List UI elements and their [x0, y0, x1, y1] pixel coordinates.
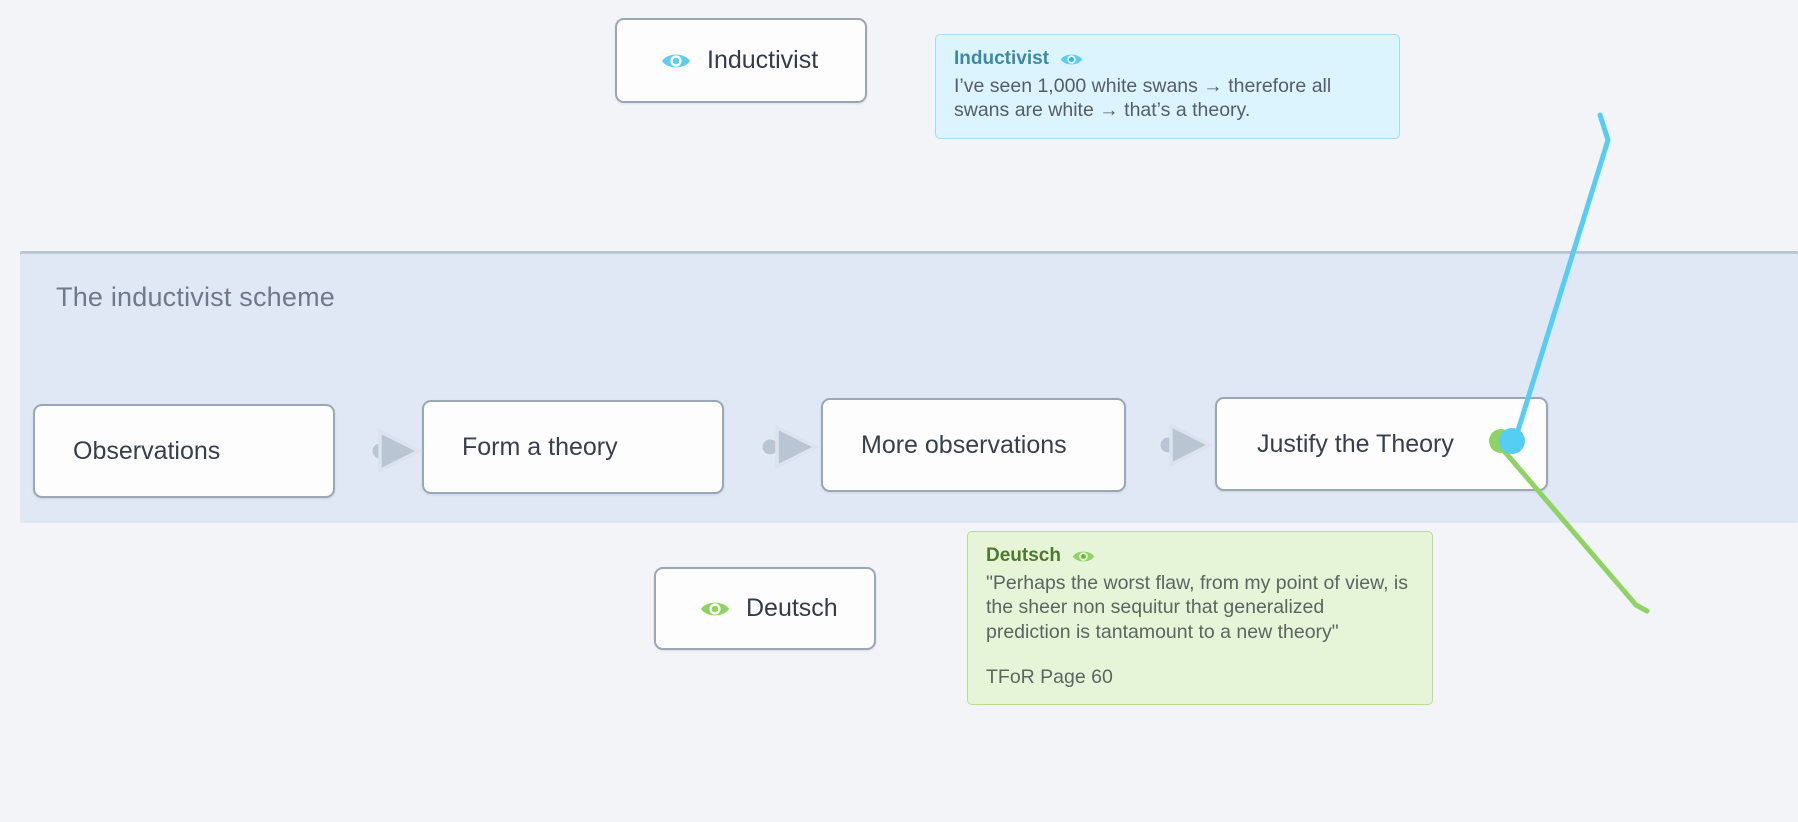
eye-icon: [1060, 51, 1083, 68]
eye-icon: [661, 50, 691, 72]
legend-box-label: Deutsch: [746, 594, 838, 622]
legend-box-deutsch[interactable]: Deutsch: [654, 567, 876, 650]
annotation-card-header: Deutsch: [986, 545, 1414, 567]
flow-node-label: More observations: [861, 430, 1067, 459]
flow-node-form-a-theory[interactable]: Form a theory: [422, 400, 724, 494]
annotation-card-title: Deutsch: [986, 545, 1061, 566]
flow-node-justify-the-theory[interactable]: Justify the Theory: [1215, 397, 1548, 491]
flow-node-label: Observations: [73, 436, 221, 465]
flow-node-observations[interactable]: Observations: [33, 404, 335, 498]
annotation-card-inductivist[interactable]: Inductivist I’ve seen 1,000 white swans …: [935, 34, 1400, 139]
flow-node-more-observations[interactable]: More observations: [821, 398, 1126, 492]
annotation-card-header: Inductivist: [954, 48, 1381, 70]
eye-icon: [700, 598, 730, 620]
annotation-card-deutsch[interactable]: Deutsch "Perhaps the worst flaw, from my…: [967, 531, 1433, 706]
legend-box-label: Inductivist: [707, 46, 819, 74]
eye-icon: [1072, 548, 1095, 565]
annotation-card-body: "Perhaps the worst flaw, from my point o…: [986, 572, 1414, 643]
annotation-card-footer: TFoR Page 60: [986, 666, 1113, 689]
annotation-card-title: Inductivist: [954, 48, 1050, 69]
flow-node-label: Justify the Theory: [1257, 429, 1454, 458]
legend-box-inductivist[interactable]: Inductivist: [615, 18, 867, 103]
flow-node-label: Form a theory: [462, 432, 618, 461]
connection-handle-inductivist[interactable]: [1499, 428, 1525, 454]
annotation-card-body: I’ve seen 1,000 white swans → therefore …: [954, 75, 1337, 122]
group-panel-title: The inductivist scheme: [56, 282, 336, 312]
